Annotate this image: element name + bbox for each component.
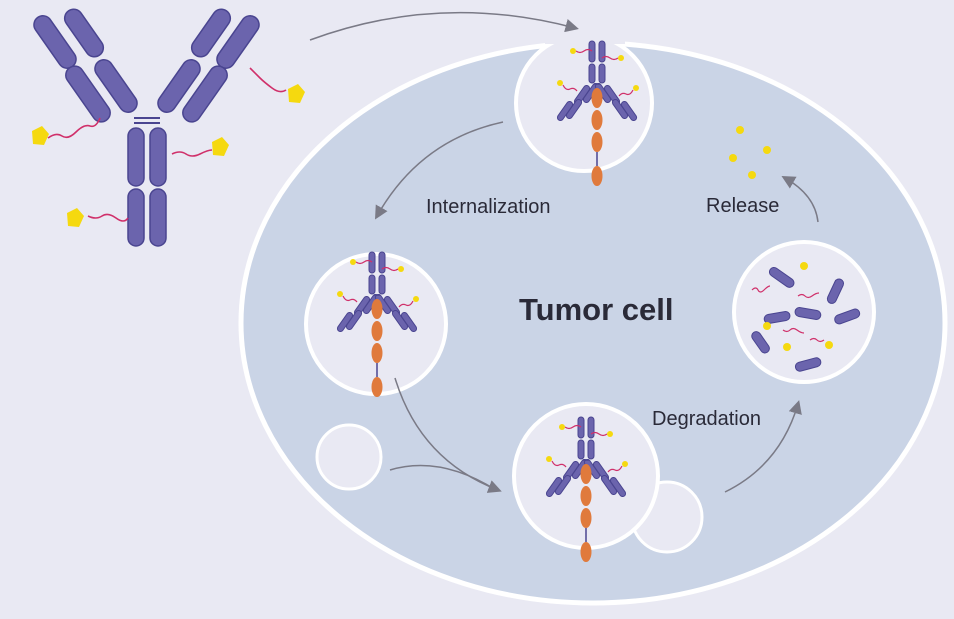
release-label: Release [706, 195, 779, 217]
lysosome-vesicle [315, 423, 383, 491]
lysosome-arrow [389, 464, 497, 491]
transport-arrow [394, 377, 502, 493]
pathway-arrows [309, 11, 819, 493]
release-arrow [781, 176, 819, 223]
internalization-arrow [375, 121, 504, 220]
internalization-label: Internalization [426, 196, 551, 218]
degradation-label: Degradation [652, 408, 761, 430]
endocytosis-pocket [514, 33, 654, 173]
tumor-cell-label: Tumor cell [519, 292, 673, 327]
binding-arrow [309, 11, 579, 41]
degraded-antibody-fragments [751, 262, 861, 372]
antibody-drug-conjugate [32, 8, 305, 247]
pocket-opening [545, 32, 625, 44]
released-payload [729, 126, 771, 179]
degradation-arrow [724, 400, 802, 493]
